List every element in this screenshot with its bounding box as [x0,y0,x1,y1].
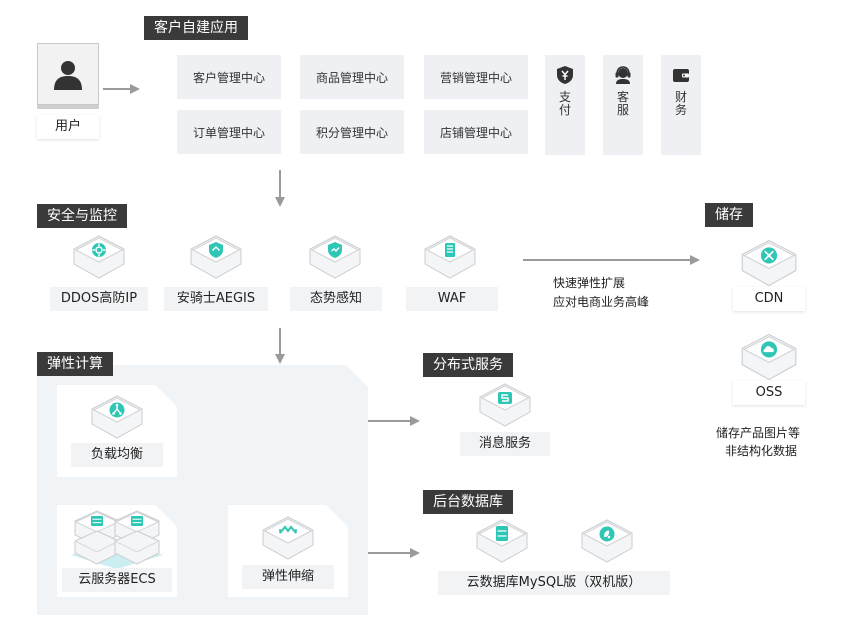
load-balancer-icon [109,402,125,418]
storage-note-line1: 储存产品图片等 [716,426,801,440]
aegis-icon [209,242,223,258]
waf-icon [443,243,457,257]
wallet-icon [673,69,689,82]
module-finance: 财 务 [661,55,701,155]
distributed-title: 分布式服务 [423,353,513,377]
database-panel [423,503,685,613]
payment-icon [557,66,573,84]
service-label-char-2: 服 [616,103,629,117]
user-node: 用户 [37,43,99,139]
module-points-mgmt: 积分管理中心 [300,110,404,154]
database-label: 云数据库MySQL版（双机版） [438,571,670,595]
elastic-note-line1: 快速弹性扩展 [553,276,626,290]
customer-service-icon [615,66,631,84]
user-icon [54,61,82,90]
module-customer-service: 客 服 [603,55,643,155]
elastic-note-line2: 应对电商业务高峰 [553,295,650,309]
finance-label-char-1: 财 [674,90,687,104]
oss-label: OSS [733,381,805,405]
slb-label: 负载均衡 [71,443,163,467]
situation-cube [308,234,362,284]
service-label-char-1: 客 [616,90,629,104]
situation-label: 态势感知 [290,287,382,311]
server-icon [131,516,143,526]
ddos-cube [72,234,126,284]
user-label: 用户 [37,115,99,139]
message-label: 消息服务 [460,432,550,456]
oss-cube [740,332,798,386]
oss-icon [760,341,778,358]
security-title: 安全与监控 [37,204,127,228]
module-store-mgmt: 店铺管理中心 [424,110,528,154]
app-title: 客户自建应用 [144,16,248,40]
server-icon [91,516,103,526]
database-cube [475,518,529,568]
ecs-cubes [71,510,163,569]
module-payment: 支 付 [545,55,585,155]
cdn-cube [740,238,798,292]
compute-title: 弹性计算 [37,352,113,376]
ddos-label: DDOS高防IP [50,287,148,311]
database-icon [496,526,508,541]
storage-title: 储存 [705,203,753,227]
ddos-icon [92,243,106,257]
auto-scaling-icon [279,525,297,534]
message-cube [478,382,532,432]
ecs-label: 云服务器ECS [62,568,172,592]
cdn-label: CDN [733,287,805,311]
message-service-icon [498,392,512,404]
database-title: 后台数据库 [423,490,513,514]
payment-label-char-2: 付 [558,103,571,117]
module-order-mgmt: 订单管理中心 [177,110,281,154]
scaling-label: 弹性伸缩 [242,565,334,589]
aegis-cube [189,234,243,284]
module-product-mgmt: 商品管理中心 [300,55,404,99]
rds-icon [599,526,615,542]
storage-note-line2: 非结构化数据 [725,444,798,458]
user-avatar [37,43,99,105]
module-customer-mgmt: 客户管理中心 [177,55,281,99]
cdn-icon [760,247,778,264]
scaling-cube [261,515,315,565]
slb-cube [90,394,144,444]
payment-label-char-1: 支 [558,90,571,104]
situation-awareness-icon [328,242,342,258]
module-marketing-mgmt: 营销管理中心 [424,55,528,99]
rds-cube [580,518,634,568]
finance-label-char-2: 务 [674,103,687,117]
waf-label: WAF [406,287,498,311]
waf-cube [423,234,477,284]
aegis-label: 安骑士AEGIS [164,287,268,311]
